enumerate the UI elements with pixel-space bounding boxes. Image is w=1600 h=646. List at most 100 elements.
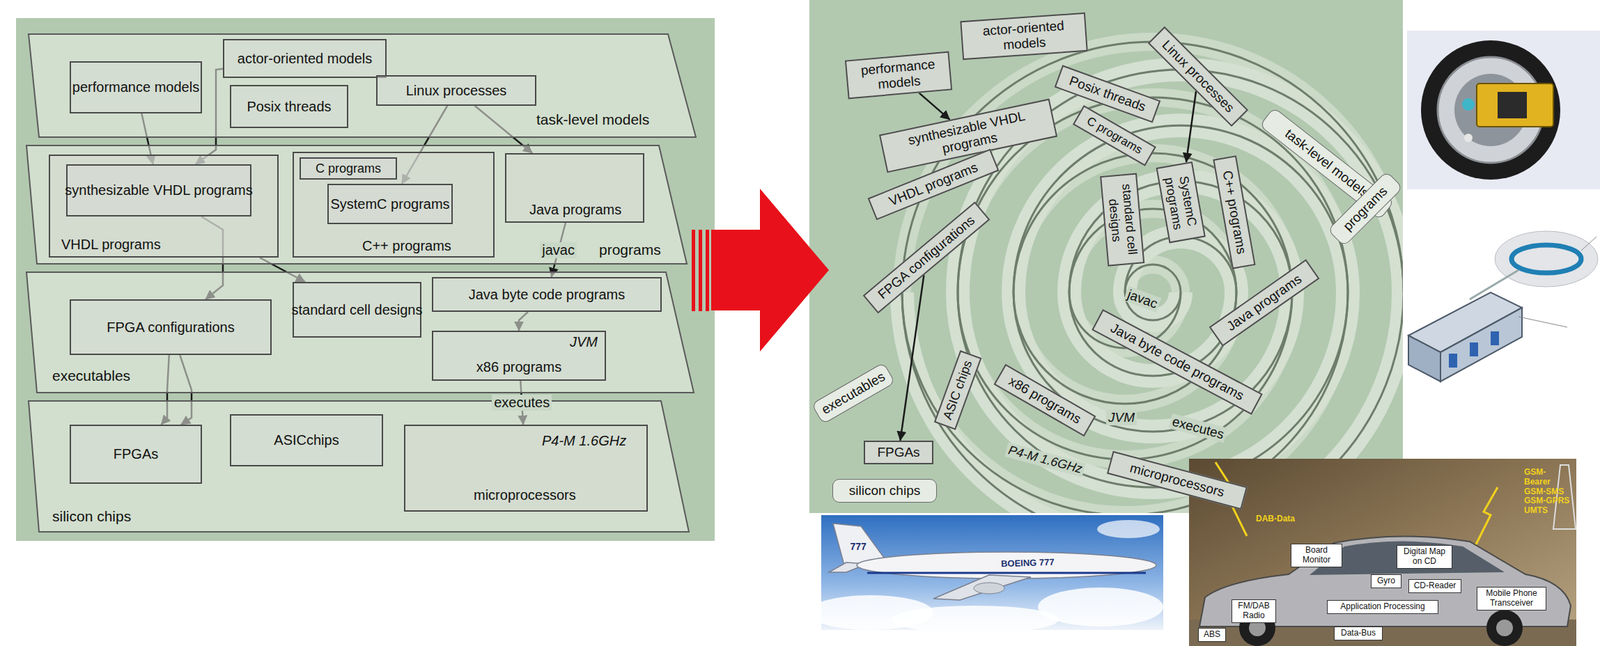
label-text: 777	[848, 541, 869, 553]
swirl-box: microprocessors	[1106, 451, 1248, 510]
swirl-box: standard cell designs	[1099, 172, 1146, 267]
label-holder: GSM-Bearer GSM-SMS GSM-GPRS UMTS	[1521, 468, 1575, 517]
bolt	[1464, 133, 1473, 143]
plane-shape	[28, 34, 696, 138]
node-text: task-level models	[1281, 126, 1372, 202]
accelerator-picture	[1407, 208, 1600, 405]
label-holder: JVM	[1106, 410, 1137, 426]
node-text: Gyro	[1377, 576, 1396, 587]
label-holder: DAB-Data	[1253, 511, 1297, 525]
storage-ring	[1511, 245, 1582, 274]
node-text: Digital Map on CD	[1400, 547, 1449, 568]
red-arrow	[691, 188, 829, 352]
node-text: SystemC programs	[330, 196, 450, 213]
edge-label-holder: executes	[491, 394, 552, 411]
car-component-box: Application Processing	[1326, 600, 1439, 615]
layer-plane: task-level models performance models actor…	[27, 33, 697, 138]
radio-signal	[1473, 487, 1498, 551]
swirl-box: x86 programs	[993, 364, 1097, 437]
model-box: performance models	[69, 61, 203, 114]
car-component-box: Gyro	[1370, 574, 1402, 589]
node-text: microprocessors	[473, 487, 577, 504]
label-text: javac	[1123, 286, 1162, 313]
label-text: P4-M 1.6GHz	[1004, 442, 1086, 478]
connector	[899, 275, 924, 441]
swirl-box: FPGA configurations	[863, 201, 991, 314]
car-component-box: ABS	[1198, 628, 1226, 643]
node-text: standard cell designs	[291, 302, 423, 319]
sensor	[1462, 98, 1475, 111]
node-text: Board Monitor	[1294, 546, 1339, 566]
engine	[973, 583, 1005, 595]
car-component-box: FM/DAB Radio	[1231, 599, 1277, 624]
swirl-box: Linux processes	[1147, 26, 1249, 127]
model-box: synthesizable VHDL programs	[66, 164, 252, 217]
cloud	[1037, 587, 1164, 627]
model-box: C programs	[299, 157, 398, 180]
station	[1490, 331, 1499, 346]
leader-line	[1581, 236, 1597, 251]
arrow-bar	[691, 229, 696, 312]
model-box: actor-oriented models	[222, 39, 387, 79]
node-text: x86 programs	[1005, 373, 1084, 427]
model-group-box: C++ programsC programsSystemC programs	[292, 151, 495, 258]
model-box: FPGAs	[69, 424, 203, 485]
node-text: Linux processes	[1159, 37, 1238, 117]
model-group-box: VHDL programs synthesizable VHDL programs	[48, 154, 279, 258]
swirl-line	[902, 41, 1403, 514]
label-holder: P4-M 1.6GHz	[539, 433, 629, 450]
swirl	[902, 41, 1403, 514]
node-text: FM/DAB Radio	[1235, 601, 1273, 622]
model-box: SystemC programs	[327, 183, 453, 225]
model-box: FPGA configurations	[69, 299, 272, 356]
edge-label: executes	[491, 394, 552, 411]
node-text: silicon chips	[849, 483, 921, 499]
fuselage	[856, 552, 1157, 579]
picture-ground	[1407, 30, 1600, 190]
node-text: Posix threads	[246, 98, 331, 115]
leader-line	[1518, 316, 1568, 328]
model-group-box: Java programs	[505, 153, 645, 223]
node-text: FPGA configurations	[106, 319, 235, 336]
car-component-box: Digital Map on CD	[1396, 545, 1453, 570]
swirl-band-shade	[902, 41, 1403, 514]
swirl-box: SystemC programs	[1155, 160, 1206, 244]
cloud	[1097, 520, 1160, 539]
edge-label-holder: javac	[539, 242, 577, 259]
label-text: BOEING 777	[998, 557, 1056, 571]
node-text: task-level models	[536, 111, 650, 129]
cloud	[891, 606, 1059, 634]
label-text: executes	[1168, 413, 1229, 444]
station	[1448, 353, 1458, 368]
building-front	[1440, 307, 1522, 382]
label-text: JVM	[567, 334, 600, 351]
label-text: GSM-Bearer GSM-SMS GSM-GPRS UMTS	[1521, 468, 1575, 517]
label-holder: executes	[1168, 413, 1229, 444]
arrow-head	[711, 188, 829, 352]
swirl-band: silicon chips	[832, 479, 937, 503]
plane-shape	[26, 272, 694, 393]
swirl-box: ASIC chips	[934, 350, 982, 431]
building-side	[1408, 335, 1441, 382]
fuselage-stripe	[867, 572, 1146, 575]
layer-plane: executablesFPGA configurationsstandard c…	[25, 271, 695, 394]
node-text: Mobile Phone Transceiver	[1480, 589, 1543, 609]
node-text: FPGA configurations	[874, 213, 978, 304]
node-text: actor-oriented models	[966, 16, 1083, 56]
left-panel	[16, 18, 715, 542]
node-text: Linux processes	[406, 82, 508, 99]
swirl-box: C++ programs	[1212, 155, 1256, 269]
label-holder: JVM	[567, 334, 600, 351]
node-text: performance models	[72, 79, 200, 96]
label-text: JVM	[1106, 410, 1137, 426]
swirl-band: executables	[811, 362, 896, 425]
node-text: Java byte code programs	[468, 286, 626, 304]
layer-plane: programsVHDL programssynthesizable VHDL …	[25, 144, 688, 265]
swirl-box: performance models	[844, 51, 953, 100]
car-component-box: Board Monitor	[1290, 544, 1343, 568]
node-text: VHDL programs	[61, 236, 161, 253]
swirl-box: actor-oriented models	[959, 12, 1088, 60]
model-box: Posix threads	[229, 84, 349, 129]
tire	[1420, 40, 1561, 180]
